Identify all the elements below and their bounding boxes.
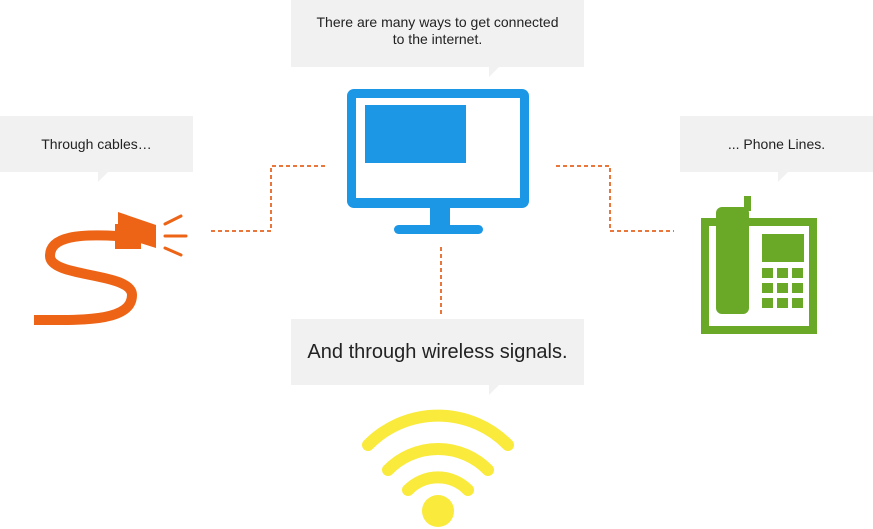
phone-lines-text: ... Phone Lines.: [727, 136, 826, 152]
connector-lines: [208, 165, 674, 317]
wireless-text: And through wireless signals.: [307, 340, 568, 363]
wireless-bubble: And through wireless signals.: [291, 319, 584, 395]
intro-bubble: There are many ways to get connected to …: [291, 0, 584, 77]
cables-bubble: Through cables…: [0, 116, 193, 182]
cables-text: Through cables…: [41, 136, 152, 152]
intro-text: There are many ways to get connected to …: [316, 13, 559, 47]
wifi-signal-icon: [362, 409, 514, 527]
network-cable-icon: [33, 212, 188, 326]
connector-left: [208, 165, 325, 232]
desk-phone-icon: [701, 196, 817, 334]
phone-lines-bubble: ... Phone Lines.: [680, 116, 873, 182]
connector-right: [556, 165, 674, 232]
computer-monitor-icon: [347, 89, 529, 234]
